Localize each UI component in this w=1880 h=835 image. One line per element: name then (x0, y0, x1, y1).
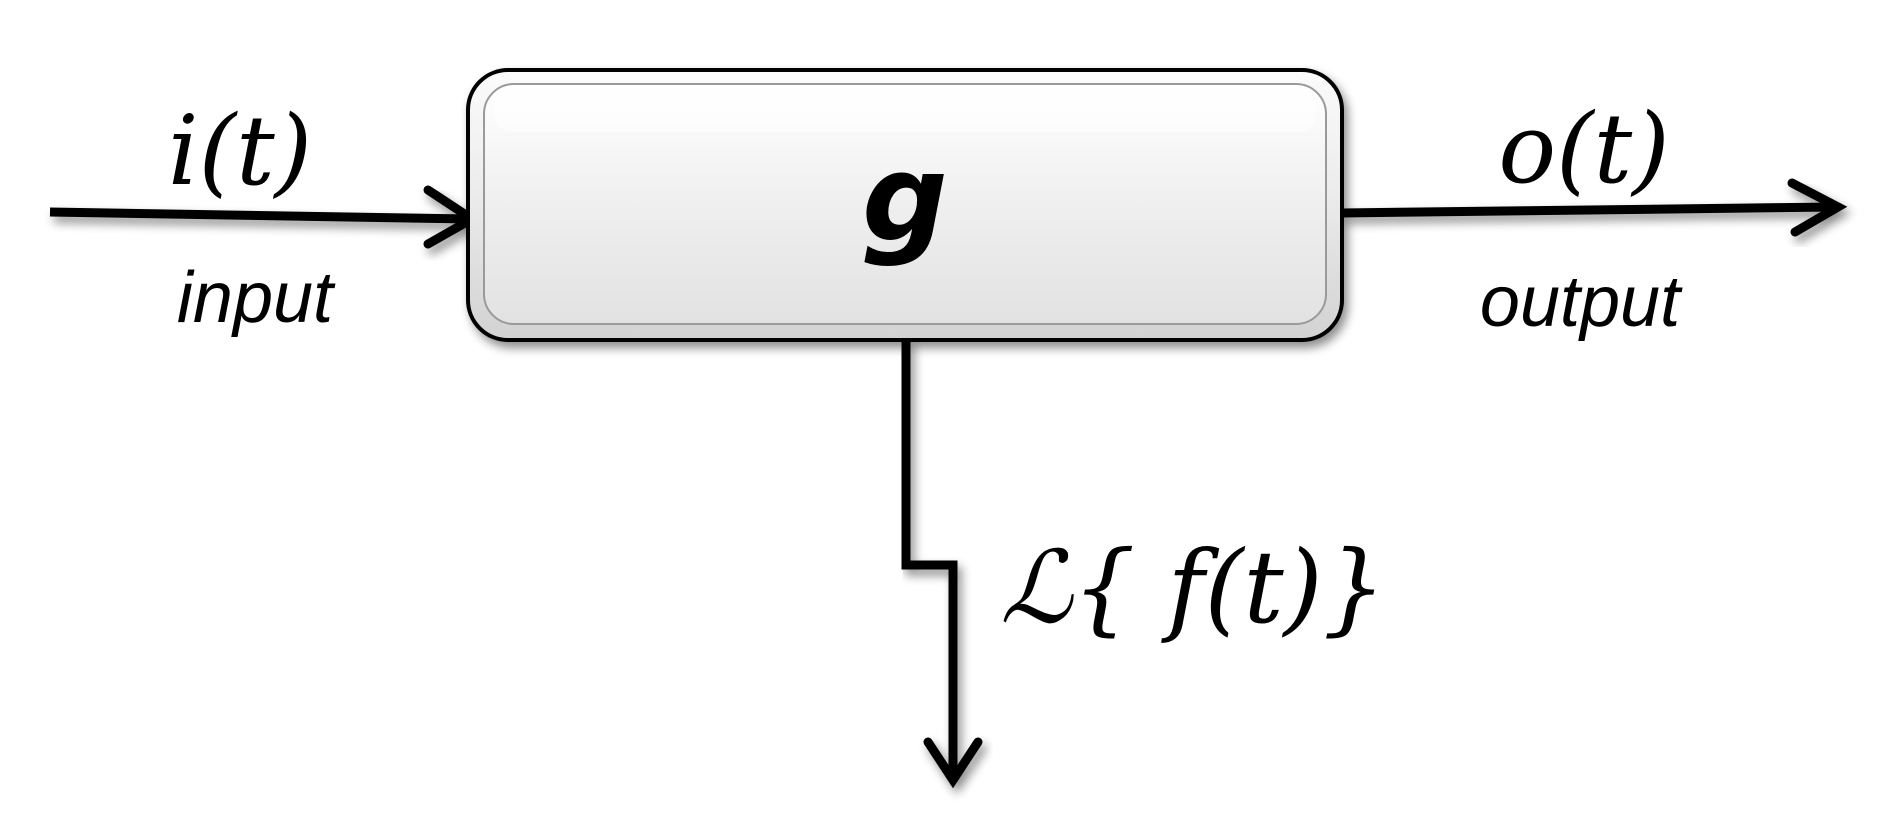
output-arrow (1341, 178, 1848, 237)
output-caption: output (1480, 262, 1683, 342)
parameter-arrow (901, 340, 983, 789)
block-label: g (862, 130, 948, 269)
system-block (466, 68, 1344, 342)
input-caption: input (177, 258, 336, 338)
input-signal-label: i(t) (168, 95, 312, 207)
parameter-signal-label: ℒ{ f(t)} (1000, 529, 1386, 646)
output-signal-label: o(t) (1498, 93, 1669, 205)
